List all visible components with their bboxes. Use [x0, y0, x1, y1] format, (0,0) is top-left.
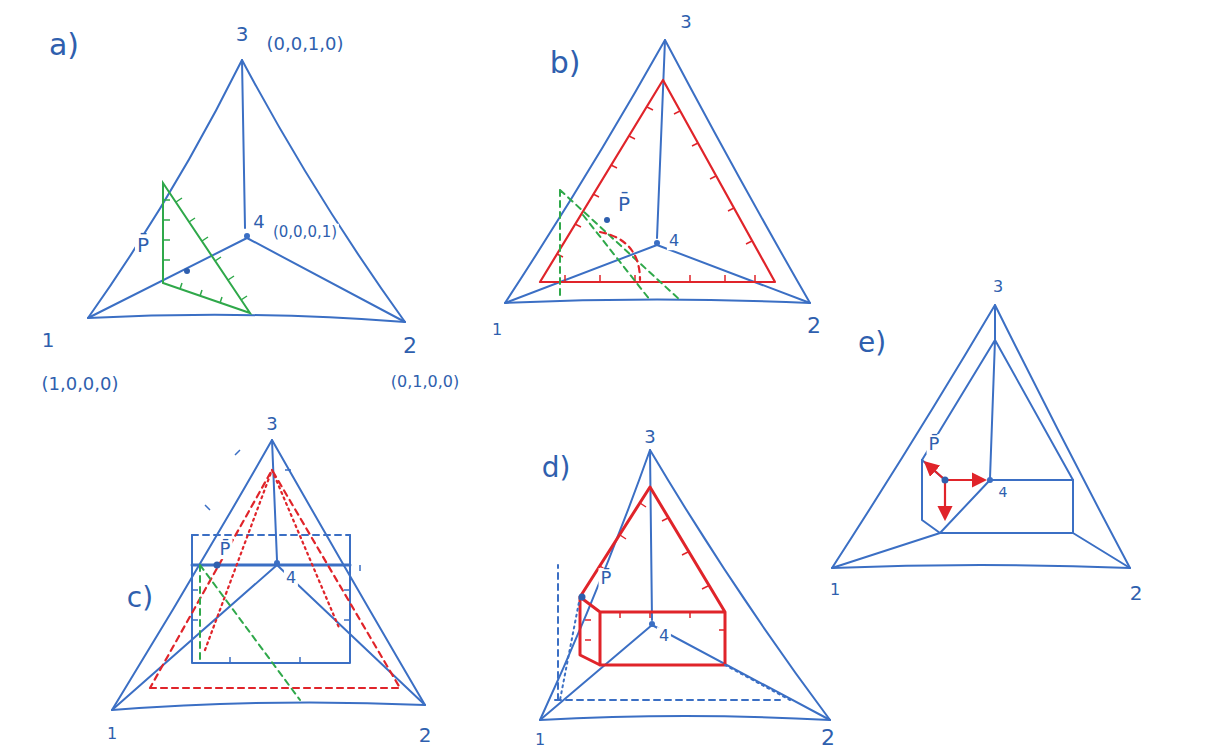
- direction-arrow: [944, 480, 946, 518]
- coordinate-label: (1,0,0,0): [39, 374, 120, 394]
- point-label: P̄: [927, 434, 942, 454]
- construction-line: [200, 565, 300, 700]
- vertex-number: 3: [234, 23, 251, 45]
- vertex-number: 1: [533, 731, 547, 749]
- edge-line: [540, 450, 830, 720]
- hatch-mark: [557, 107, 755, 282]
- outer-triangle: [505, 40, 810, 303]
- vertex-number: 4: [667, 232, 681, 250]
- region-triangle: [540, 80, 775, 282]
- edge-line: [112, 440, 425, 710]
- vertex-number: 2: [417, 724, 434, 746]
- vertex-number: 2: [819, 726, 837, 750]
- vertex-number: 2: [401, 334, 419, 358]
- vertex-dot: [244, 233, 250, 239]
- construction-line: [560, 190, 680, 300]
- panel-letter: a): [47, 28, 81, 61]
- edge-line: [922, 305, 1073, 480]
- hatch-mark: [192, 450, 360, 663]
- construction-line: [205, 470, 340, 650]
- panel-letter: b): [548, 46, 583, 79]
- vertex-dot: [654, 240, 660, 246]
- vertex-number: 1: [490, 321, 504, 339]
- vertex-number: 4: [251, 212, 266, 232]
- vertex-number: 3: [678, 12, 693, 32]
- vertex-number: 4: [284, 569, 298, 587]
- box-edge: [832, 460, 1130, 568]
- panel-letter: d): [540, 453, 573, 484]
- panel-letter: e): [856, 328, 888, 359]
- direction-arrow: [945, 479, 984, 481]
- point-dot: [579, 594, 586, 601]
- point-label: P̄: [616, 193, 632, 215]
- point-dot: [942, 477, 949, 484]
- outer-triangle: [540, 450, 830, 720]
- coordinate-label: (0,1,0,0): [389, 373, 461, 391]
- vertex-dot: [987, 477, 993, 483]
- edge-line: [505, 40, 810, 303]
- vertex-number: 3: [264, 414, 279, 434]
- outer-triangle: [112, 440, 425, 710]
- vertex-number: 1: [105, 725, 119, 743]
- construction-line: [192, 534, 350, 536]
- construction-line: [150, 470, 400, 688]
- coordinate-label: (0,0,1,0): [264, 34, 345, 54]
- point-label: P̄: [135, 234, 151, 256]
- vertex-number: 4: [997, 485, 1010, 500]
- direction-arrow: [926, 463, 945, 480]
- point-label: P̄: [599, 568, 614, 588]
- vertex-number: 2: [1128, 582, 1145, 604]
- vertex-dot: [649, 621, 655, 627]
- outer-triangle: [832, 305, 1130, 568]
- point-dot: [604, 217, 610, 223]
- outer-triangle: [88, 60, 405, 322]
- point-dot: [184, 268, 190, 274]
- construction-line: [555, 565, 780, 700]
- panel-letter: c): [125, 583, 155, 614]
- vertex-number: 2: [805, 314, 823, 338]
- hatch-mark: [585, 503, 725, 640]
- edge-line: [242, 60, 245, 228]
- vertex-number: 4: [657, 627, 671, 645]
- vertex-number: 3: [642, 427, 657, 447]
- point-label: P̄: [218, 539, 233, 559]
- region-outline: [580, 487, 725, 665]
- hatch-mark: [163, 198, 247, 303]
- coordinate-label: (0,0,0,1): [271, 224, 339, 241]
- vertex-number: 1: [828, 581, 842, 599]
- construction-line: [600, 232, 640, 280]
- vertex-number: 3: [991, 278, 1005, 296]
- vertex-number: 1: [40, 329, 57, 351]
- face-triangle: [163, 183, 250, 313]
- construction-line: [560, 597, 790, 700]
- point-dot: [214, 562, 221, 569]
